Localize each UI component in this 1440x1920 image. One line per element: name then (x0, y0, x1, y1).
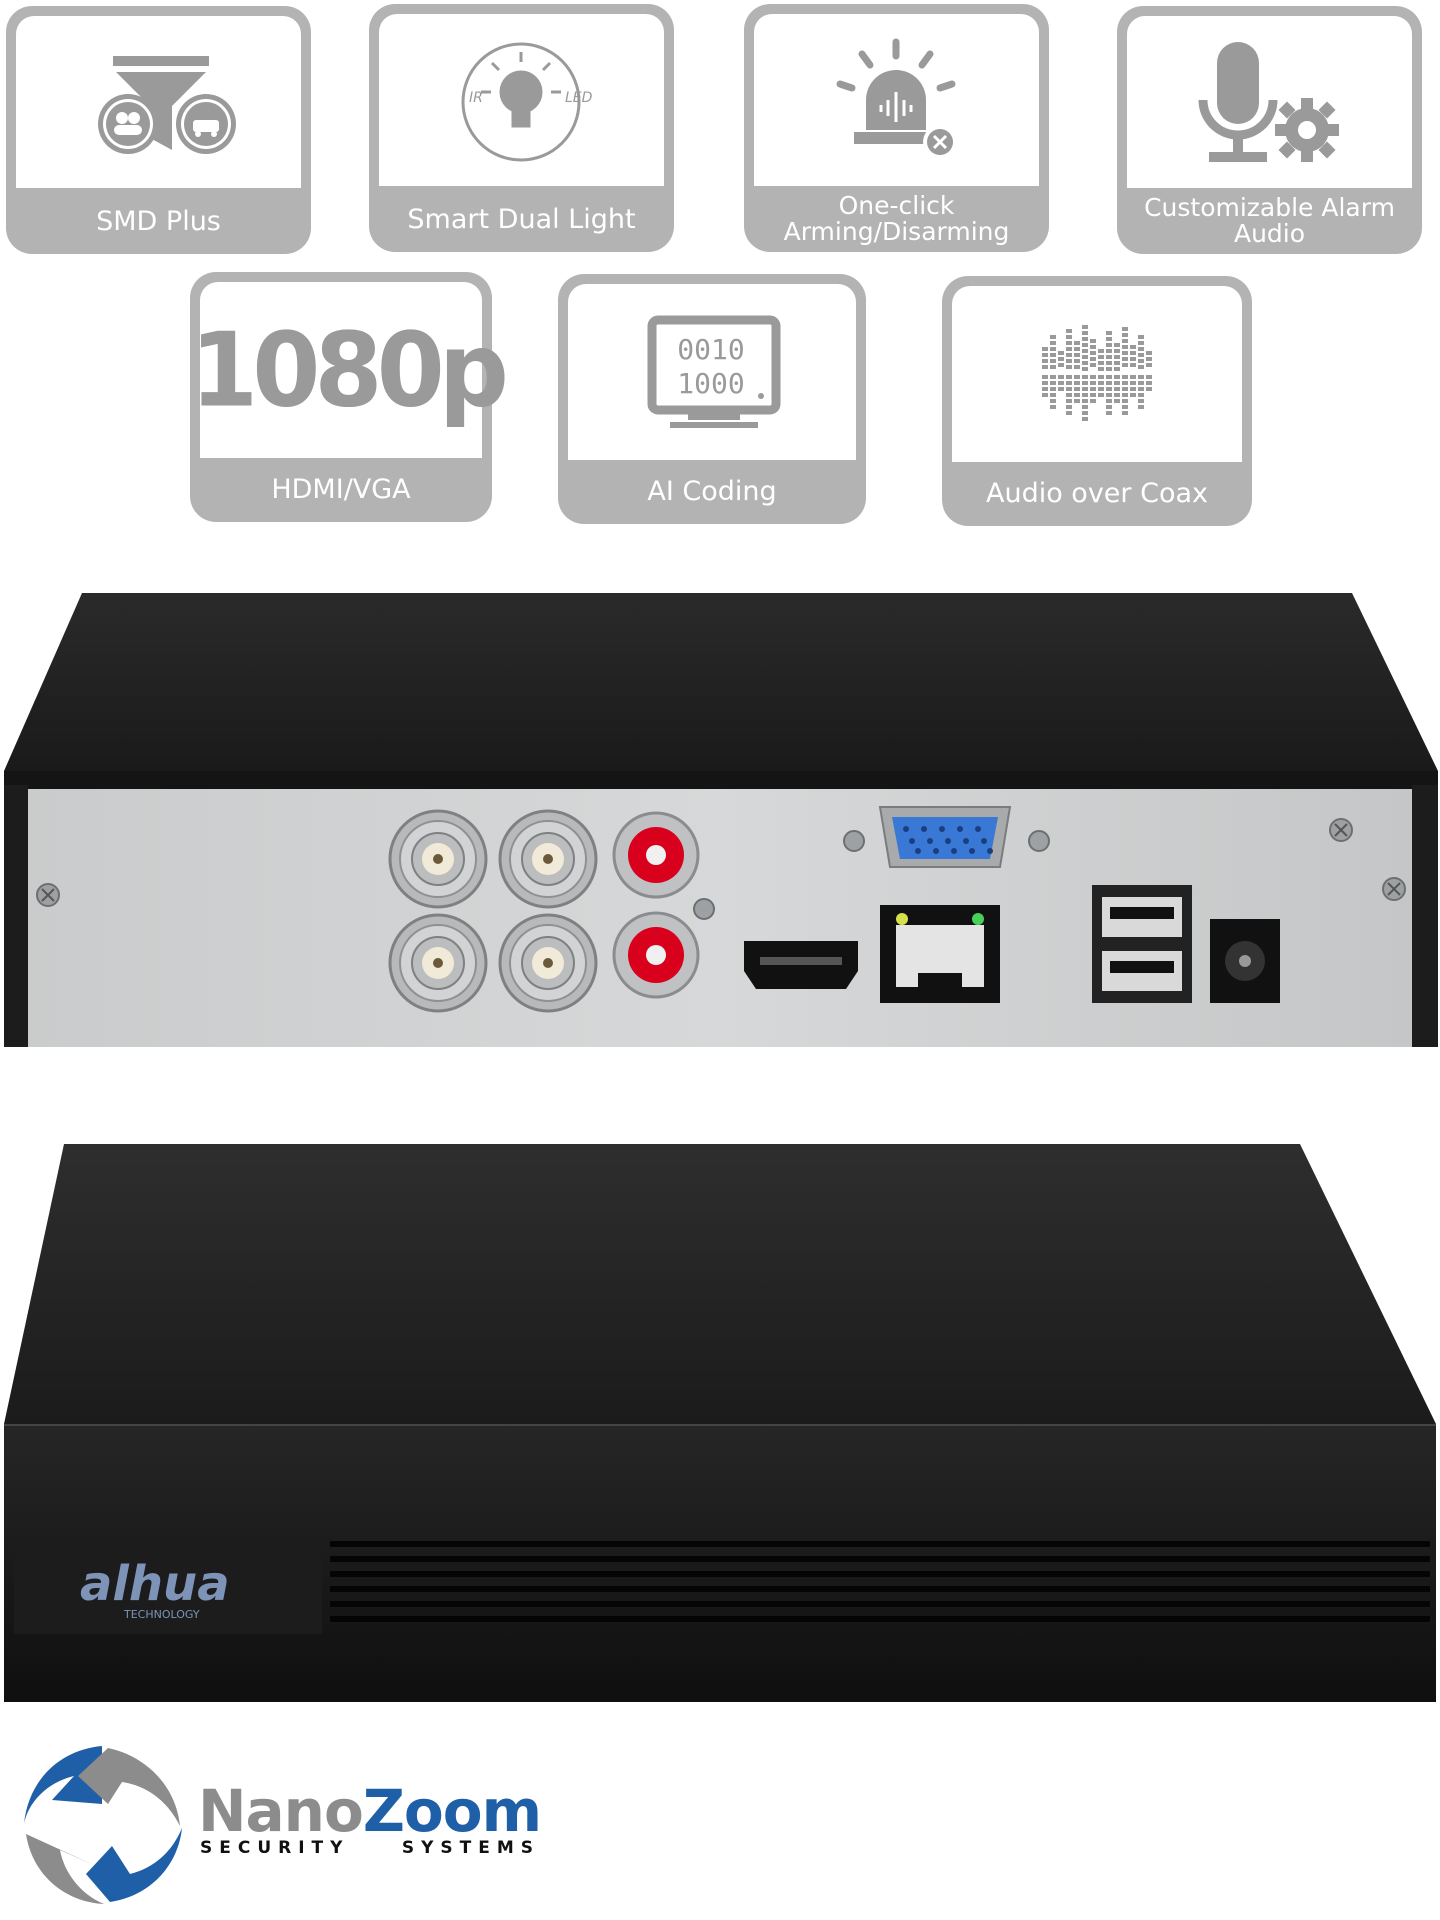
dvr-front-view: alhua TECHNOLOGY (4, 1144, 1436, 1702)
dahua-brand-sub: TECHNOLOGY (123, 1608, 200, 1621)
screw (1329, 818, 1353, 842)
screw (843, 830, 865, 852)
binary-line-1: 0010 (677, 333, 744, 366)
tagline-systems: SYSTEMS (401, 1838, 540, 1858)
feature-label: SMD Plus (96, 205, 221, 237)
screw (36, 883, 60, 907)
feature-tile-customizable-alarm-audio: Customizable Alarm Audio (1117, 6, 1422, 254)
feature-label: AI Coding (647, 475, 777, 507)
feature-label: HDMI/VGA (271, 473, 411, 505)
ethernet-port[interactable] (880, 905, 1000, 1003)
nanozoom-logo-mark (24, 1746, 182, 1904)
filter-person-car-icon (98, 56, 236, 154)
rca-audio-in[interactable] (612, 811, 700, 899)
nanozoom-tagline: SECURITY SYSTEMS (200, 1838, 540, 1858)
rca-audio-out[interactable] (612, 911, 700, 999)
feature-tile-hdmi-vga: 1080p HDMI/VGA (190, 272, 509, 522)
feature-tile-one-click-arming: One-click Arming/Disarming (744, 4, 1049, 252)
usb-ports[interactable] (1092, 885, 1192, 1003)
nanozoom-wordmark: NanoZoom (198, 1782, 542, 1840)
screw (693, 898, 715, 920)
ir-led-bulb-icon: IR LED (461, 42, 593, 162)
feature-tile-audio-over-coax: Audio over Coax (942, 276, 1252, 526)
feature-label: One-click Arming/Disarming (783, 191, 1010, 246)
dvr-rear-view (4, 593, 1438, 1047)
screw (1028, 830, 1050, 852)
dahua-brand-logo: alhua (80, 1556, 230, 1612)
vga-port[interactable] (878, 806, 1012, 868)
tagline-security: SECURITY (200, 1838, 350, 1858)
ir-label: IR (469, 90, 483, 106)
hdmi-port[interactable] (744, 941, 858, 989)
feature-label: Customizable Alarm Audio (1144, 193, 1395, 248)
microphone-gear-icon (1198, 42, 1339, 162)
bnc-video-input[interactable] (388, 809, 488, 909)
screw (1382, 877, 1406, 901)
feature-tile-ai-coding: 0010 1000 AI Coding (558, 274, 866, 524)
feature-label: Smart Dual Light (407, 203, 636, 235)
monitor-binary-icon: 0010 1000 (647, 315, 781, 428)
dc-power-jack[interactable] (1210, 919, 1280, 1003)
bnc-video-input[interactable] (498, 809, 598, 909)
bnc-video-input[interactable] (388, 913, 488, 1013)
logo-nano: Nano (198, 1777, 364, 1845)
audio-waveform-icon (1042, 325, 1152, 421)
bnc-video-input[interactable] (498, 913, 598, 1013)
feature-tile-smd-plus: SMD Plus (6, 6, 311, 254)
siren-alarm-icon (836, 38, 957, 159)
binary-line-2: 1000 (677, 367, 744, 400)
logo-zoom: Zoom (362, 1777, 542, 1845)
feature-label: Audio over Coax (985, 477, 1208, 509)
resolution-1080p-text: 1080p (190, 311, 509, 431)
feature-tile-smart-dual-light: IR LED Smart Dual Light (369, 4, 674, 252)
led-label: LED (565, 90, 593, 106)
